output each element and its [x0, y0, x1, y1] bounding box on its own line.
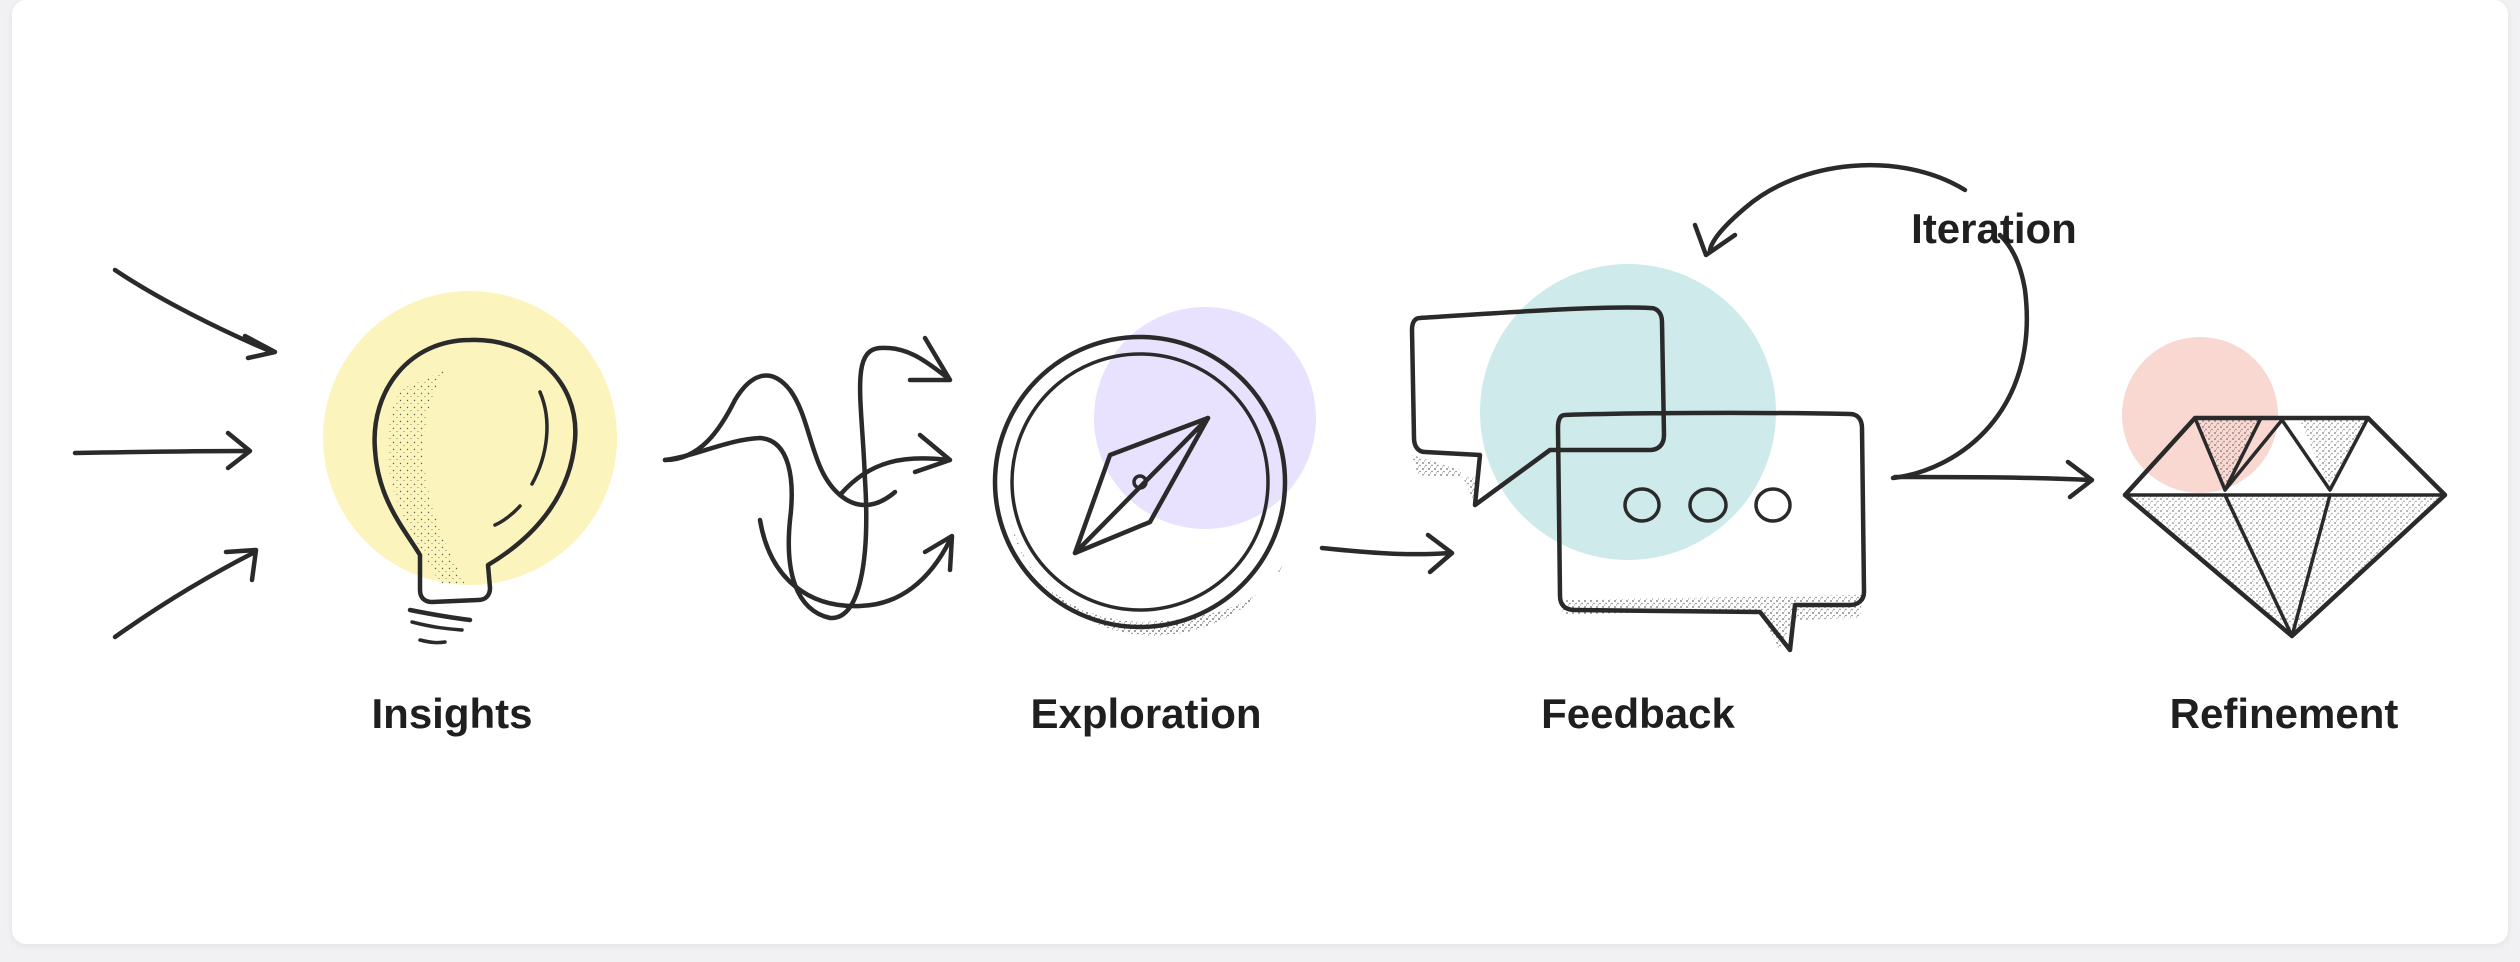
stage-label-feedback: Feedback	[1541, 690, 1735, 737]
diamond-icon	[2122, 337, 2448, 639]
arrow-to-feedback-icon	[1319, 532, 1455, 575]
compass-icon	[992, 307, 1316, 636]
incoming-arrows-icon	[72, 267, 278, 640]
iteration-loop-arrow-icon	[1692, 162, 2029, 481]
chat-bubbles-icon	[1409, 264, 1867, 653]
stage-label-exploration: Exploration	[1030, 690, 1262, 737]
lightbulb-icon	[323, 291, 617, 645]
tangled-arrows-icon	[662, 335, 955, 621]
iteration-label: Iteration	[1911, 205, 2077, 252]
stage-label-insights: Insights	[371, 690, 533, 737]
arrow-to-refinement-icon	[1892, 459, 2095, 500]
stage-label-refinement: Refinement	[2169, 690, 2399, 737]
